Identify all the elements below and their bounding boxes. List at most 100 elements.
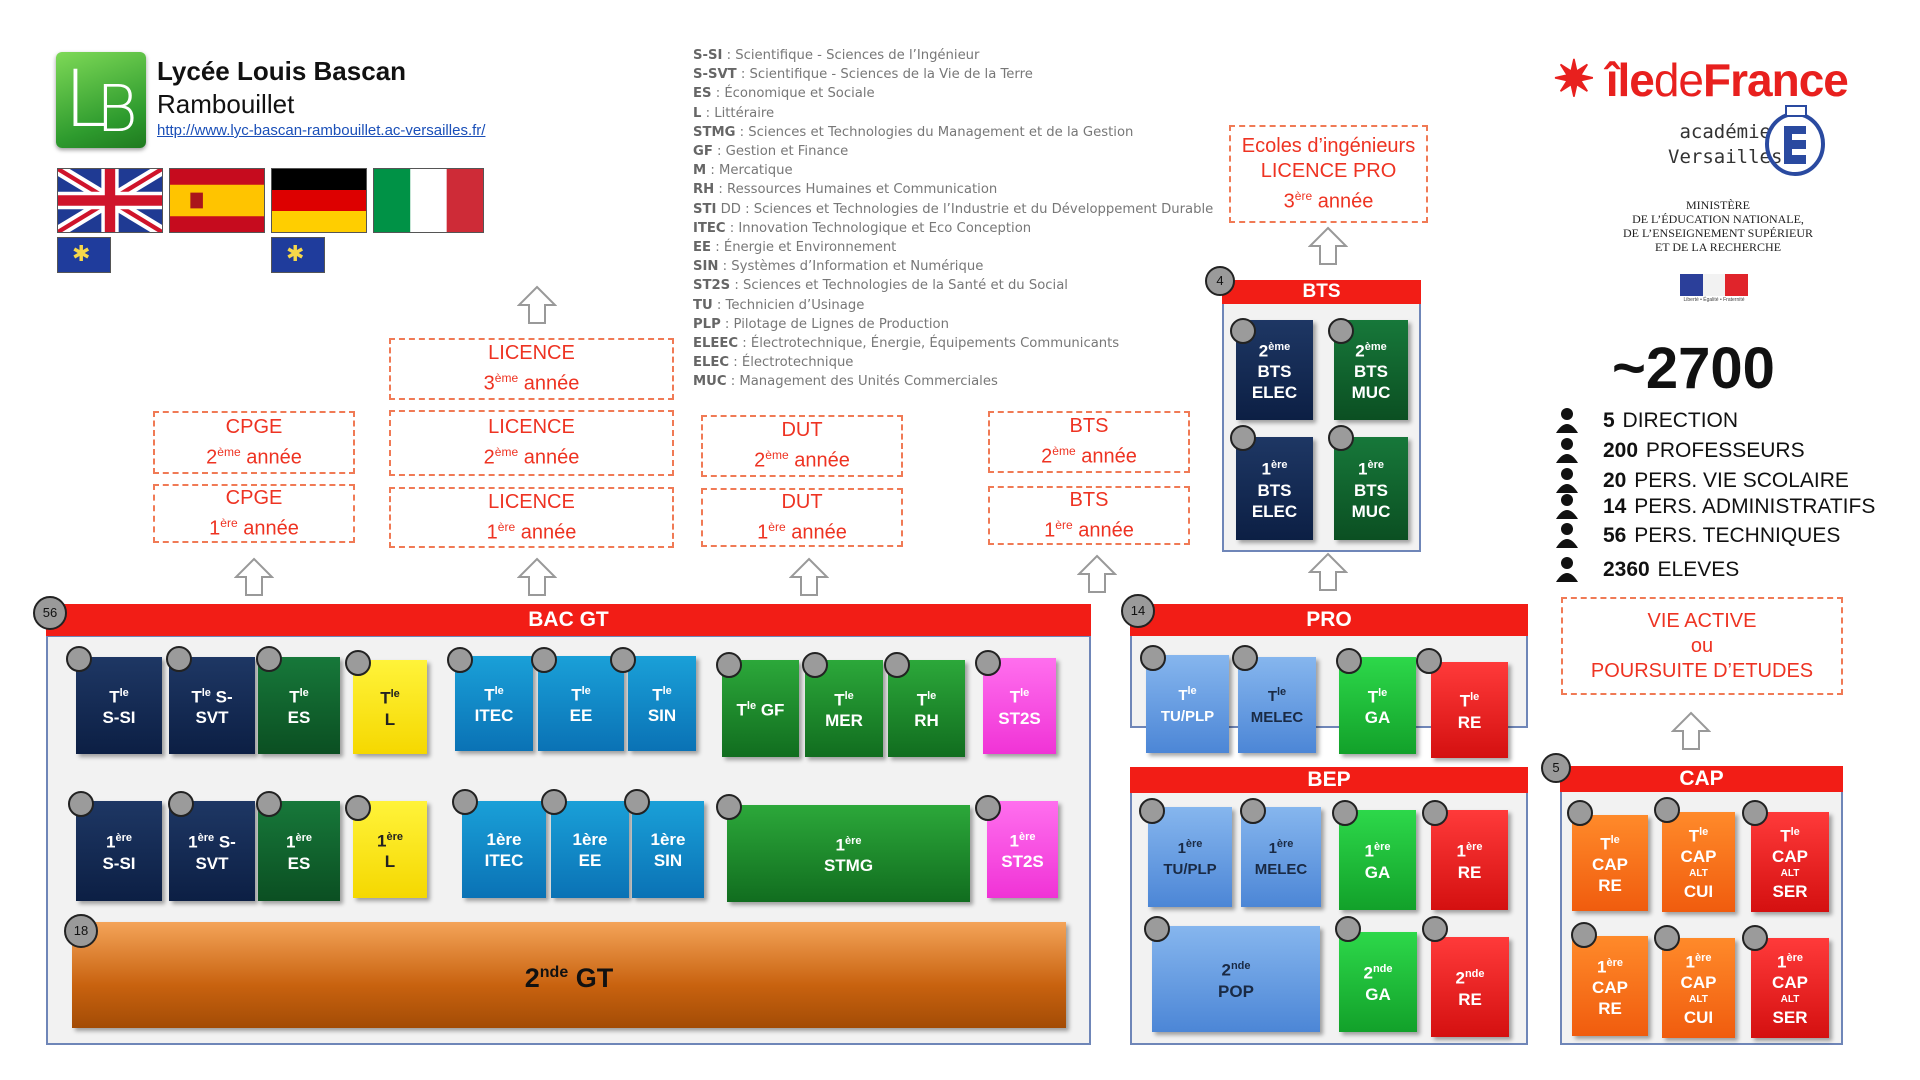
legend-item: EE : Énergie et Environnement <box>693 240 897 256</box>
tile-marker-icon <box>1139 798 1165 824</box>
tile-marker-icon <box>68 791 94 817</box>
stat-row: 56 PERS. TECHNIQUES <box>1603 524 1841 547</box>
arrow-up-icon <box>1671 711 1711 750</box>
header-bts: BTS <box>1222 280 1421 304</box>
box-licence-1: LICENCE 1ère année <box>389 487 674 548</box>
tile-marker-icon <box>1335 916 1361 942</box>
count-badge-seconde: 18 <box>64 914 98 948</box>
graduate-icon <box>1556 438 1578 463</box>
tile-marker-icon <box>1571 922 1597 948</box>
tile-marker-icon <box>1336 648 1362 674</box>
tile-marker-icon <box>1742 925 1768 951</box>
legend-item: S-SVT : Scientifique - Sciences de la Vi… <box>693 67 1033 83</box>
tile-marker-icon <box>1240 798 1266 824</box>
germany-flag-icon <box>271 168 367 233</box>
stat-row: 200 PROFESSEURS <box>1603 439 1805 462</box>
tile-marker-icon <box>1230 425 1256 451</box>
worker-icon <box>1556 523 1578 548</box>
eu-flag-icon <box>271 237 325 273</box>
tile-tle-s-svt: Tle S-SVT <box>169 657 255 754</box>
woman-icon <box>1556 468 1578 493</box>
header-cap: CAP <box>1560 766 1843 792</box>
legend-item: TU : Technicien d’Usinage <box>693 297 865 313</box>
total-count: ~2700 <box>1612 336 1775 401</box>
tile-marker-icon <box>610 647 636 673</box>
student-icon <box>1556 557 1578 582</box>
person-tie-icon <box>1556 408 1578 433</box>
count-badge-bts: 4 <box>1205 266 1235 296</box>
tile-marker-icon <box>452 789 478 815</box>
tile-marker-icon <box>447 647 473 673</box>
tile-marker-icon <box>1654 925 1680 951</box>
tile-marker-icon <box>166 646 192 672</box>
marianne-logo: Liberté • Égalité • Fraternité <box>1680 274 1749 306</box>
legend-item: GF : Gestion et Finance <box>693 144 849 160</box>
stat-row: 2360 ELEVES <box>1603 558 1740 581</box>
tile-marker-icon <box>1328 318 1354 344</box>
tile-marker-icon <box>345 795 371 821</box>
tile-marker-icon <box>1416 648 1442 674</box>
tile-marker-icon <box>1232 645 1258 671</box>
tile-marker-icon <box>1230 318 1256 344</box>
tile-marker-icon <box>716 652 742 678</box>
uk-flag-icon <box>57 168 163 233</box>
box-ecoles-ingenieurs: Ecoles d’ingénieurs LICENCE PRO 3ère ann… <box>1229 125 1428 223</box>
tile-marker-icon <box>1567 800 1593 826</box>
tile-2nde-gt: 2nde GT <box>72 922 1066 1028</box>
stat-row: 20 PERS. VIE SCOLAIRE <box>1603 469 1849 492</box>
tile-marker-icon <box>1144 916 1170 942</box>
tile-marker-icon <box>1654 797 1680 823</box>
academie-e-icon <box>1765 105 1825 176</box>
school-name: Lycée Louis Bascan <box>157 56 407 86</box>
ile-de-france-logo: ✷ îledeFrance <box>1553 51 1849 107</box>
arrow-up-icon <box>1308 226 1348 265</box>
legend-item: S-SI : Scientifique - Sciences de l’Ingé… <box>693 48 980 63</box>
tile-marker-icon <box>66 646 92 672</box>
person-icon <box>1556 494 1578 519</box>
school-url-link[interactable]: http://www.lyc-bascan-rambouillet.ac-ver… <box>157 122 486 139</box>
legend-item: RH : Ressources Humaines et Communicatio… <box>693 182 998 198</box>
box-cpge-1: CPGE 1ère année <box>153 484 355 543</box>
legend-item: STI DD : Sciences et Technologies de l’I… <box>693 201 1214 217</box>
legend-item: M : Mercatique <box>693 163 793 179</box>
box-cpge-2: CPGE 2ème année <box>153 411 355 474</box>
tile-marker-icon <box>541 789 567 815</box>
header-pro: PRO <box>1130 604 1528 636</box>
box-licence-3: LICENCE 3ème année <box>389 338 674 400</box>
eu-flag-icon <box>57 237 111 273</box>
legend-item: ITEC : Innovation Technologique et Eco C… <box>693 220 1032 236</box>
tile-marker-icon <box>345 650 371 676</box>
tile-marker-icon <box>1422 916 1448 942</box>
arrow-up-icon <box>789 557 829 596</box>
legend-item: SIN : Systèmes d’Information et Numériqu… <box>693 259 984 275</box>
tile-marker-icon <box>624 789 650 815</box>
tile-marker-icon <box>975 795 1001 821</box>
tile-marker-icon <box>1742 800 1768 826</box>
tile-marker-icon <box>802 652 828 678</box>
tile-marker-icon <box>1140 645 1166 671</box>
count-badge-bac-gt: 56 <box>33 596 67 630</box>
